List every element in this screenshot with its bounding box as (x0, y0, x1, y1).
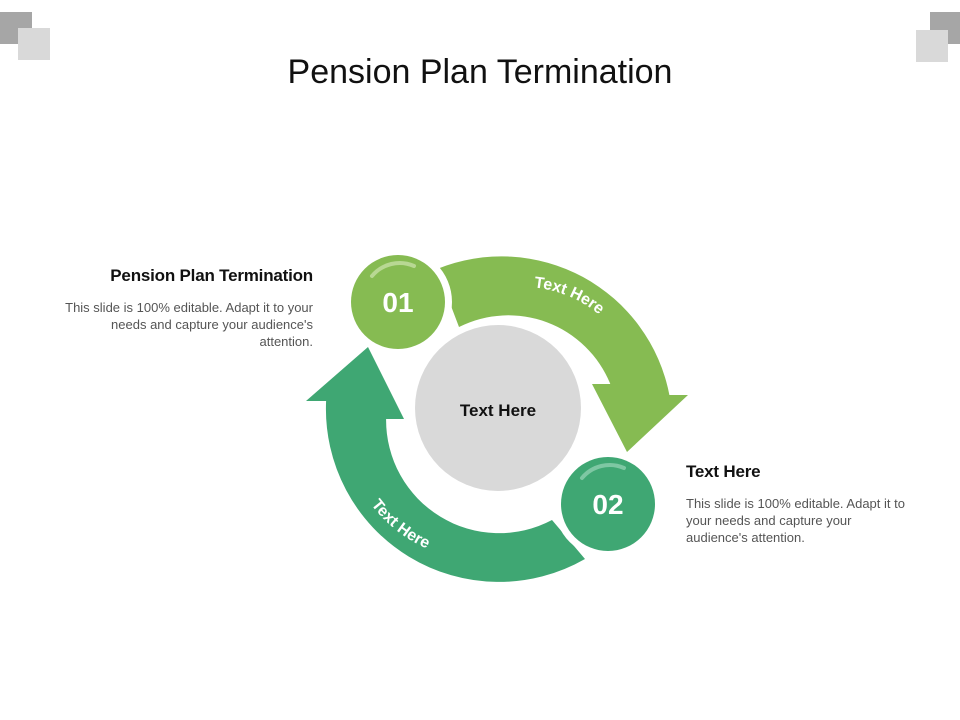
step-02-gloss (580, 463, 626, 480)
block-right-body: This slide is 100% editable. Adapt it to… (686, 496, 905, 545)
step-01-number: 01 (382, 287, 413, 318)
block-left-heading: Pension Plan Termination (110, 266, 313, 285)
step-02-number: 02 (592, 489, 623, 520)
arrow-bottom-left (306, 347, 585, 582)
slide-title: Pension Plan Termination (287, 52, 673, 91)
text-block-right: Text Here This slide is 100% editable. A… (686, 462, 916, 546)
step-01-circle (351, 255, 445, 349)
center-circle (415, 325, 581, 491)
text-block-left: Pension Plan Termination This slide is 1… (60, 266, 313, 350)
block-right-heading: Text Here (686, 462, 761, 481)
corner-square-top-left-light (18, 28, 50, 60)
block-left-body: This slide is 100% editable. Adapt it to… (65, 300, 313, 349)
step-01-gloss (370, 261, 416, 278)
step-02-circle (561, 457, 655, 551)
corner-square-top-right-light (916, 30, 948, 62)
arrow-top-right (437, 256, 688, 452)
center-label: Text Here (460, 401, 536, 420)
